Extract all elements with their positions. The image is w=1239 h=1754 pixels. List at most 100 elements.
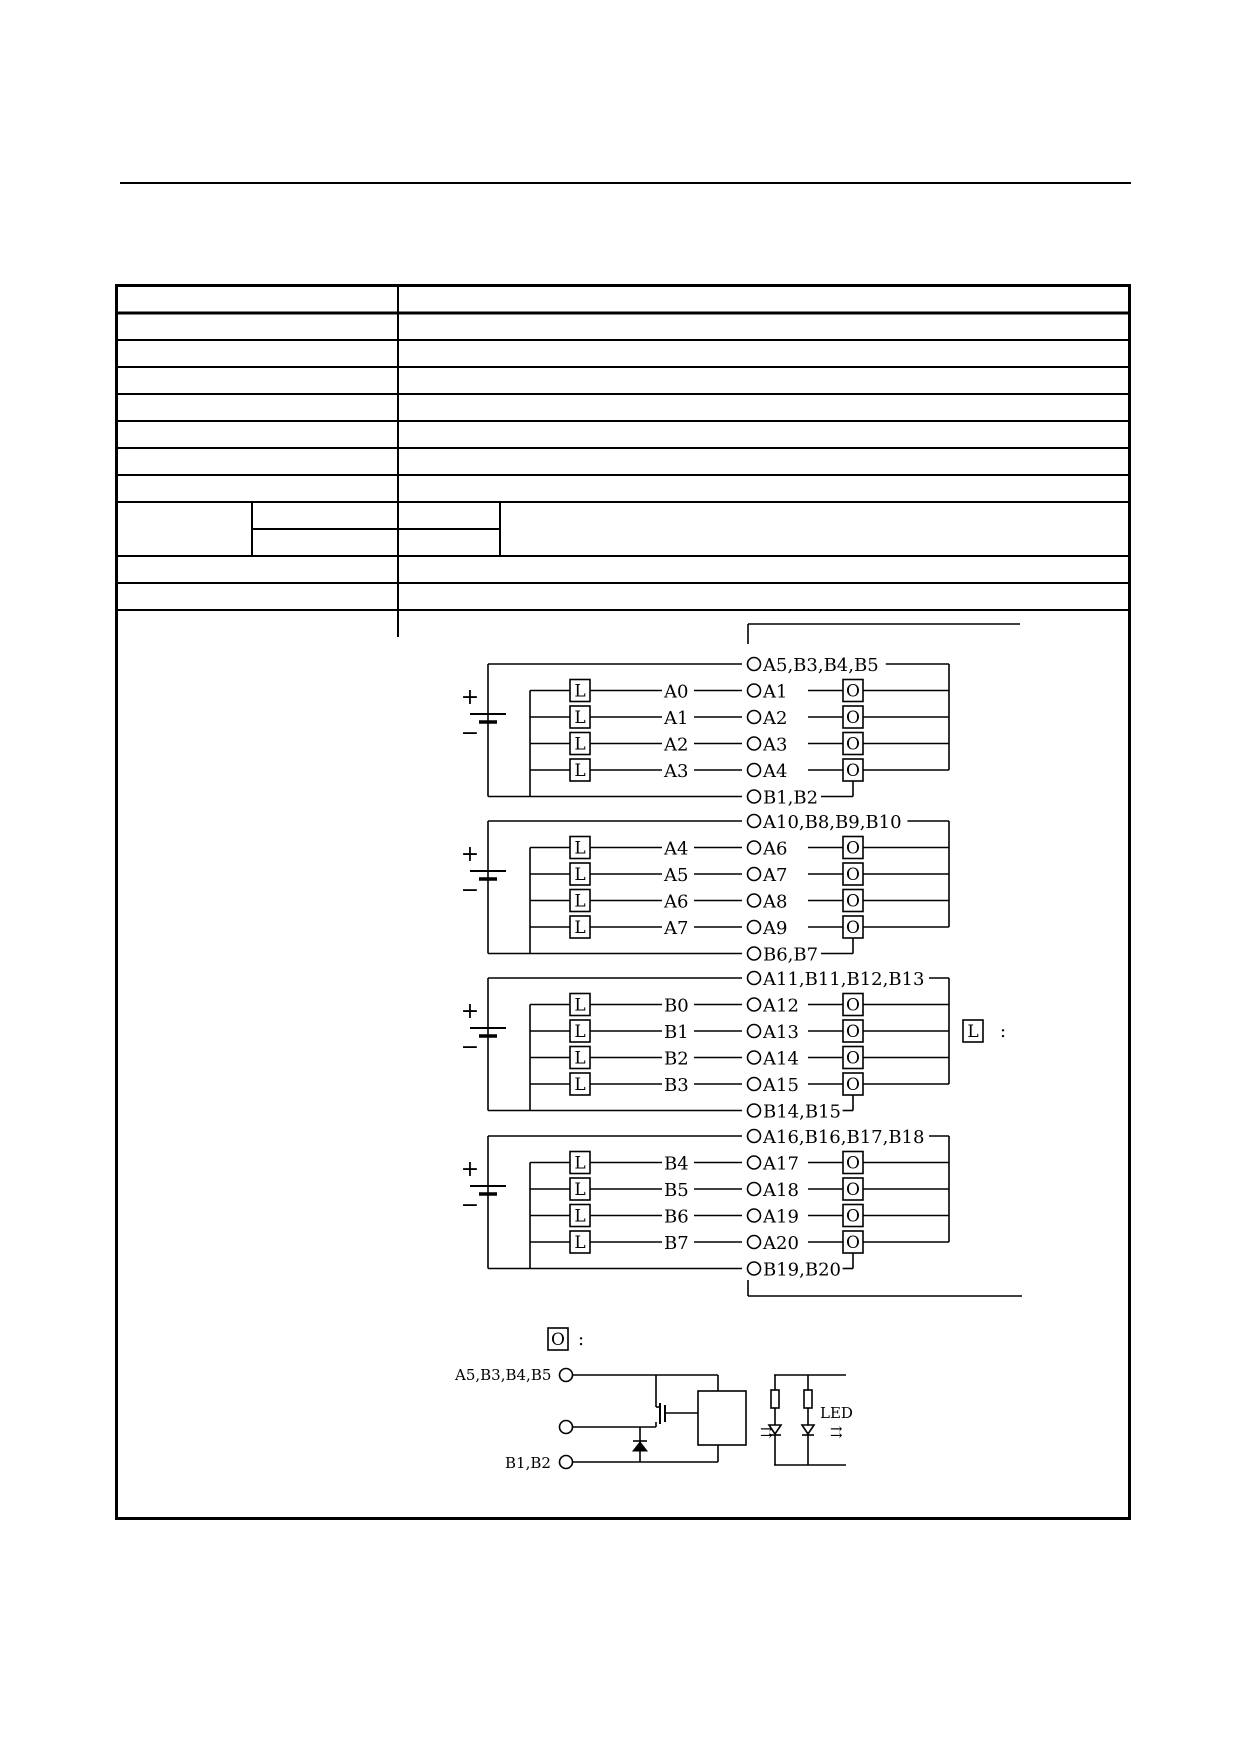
signal-label: A5 bbox=[663, 865, 688, 886]
common-terminal-label: A10,B8,B9,B10 bbox=[762, 812, 902, 833]
battery-minus-sign: − bbox=[461, 1035, 479, 1060]
output-terminal bbox=[746, 736, 762, 751]
signal-label: B5 bbox=[664, 1180, 689, 1201]
common-terminal-label: A11,B11,B12,B13 bbox=[762, 969, 924, 990]
output-terminal bbox=[746, 1181, 762, 1197]
signal-label: B6 bbox=[664, 1207, 689, 1228]
signal-label: A0 bbox=[663, 682, 688, 703]
detail-top-terminal bbox=[558, 1367, 574, 1383]
load-symbol-letter: L bbox=[574, 682, 585, 702]
output-symbol-letter: O bbox=[846, 1154, 860, 1174]
battery-minus-sign: − bbox=[461, 721, 479, 746]
output-symbol-letter: O bbox=[846, 735, 860, 755]
legend-load-symbol-letter: L bbox=[967, 1022, 978, 1042]
output-terminal-label: A1 bbox=[762, 682, 787, 703]
legend-load-symbol: L bbox=[962, 1019, 984, 1043]
output-symbol-letter: O bbox=[846, 892, 860, 912]
load-symbol-letter: L bbox=[574, 865, 585, 885]
spec-table-frame bbox=[115, 284, 1131, 1520]
output-symbol-letter: O bbox=[846, 1075, 860, 1095]
load-symbol: L bbox=[569, 835, 591, 860]
detail-bottom-terminal-label: B1,B2 bbox=[505, 1454, 551, 1472]
output-symbol-letter: O bbox=[846, 865, 860, 885]
output-terminal bbox=[746, 1155, 762, 1170]
output-terminal-label: A19 bbox=[762, 1207, 799, 1228]
output-symbol: O bbox=[842, 915, 864, 939]
output-symbol: O bbox=[842, 1072, 864, 1096]
common-terminal-label: A5,B3,B4,B5 bbox=[762, 655, 879, 676]
output-terminal-label: A14 bbox=[762, 1049, 799, 1070]
load-symbol-letter: L bbox=[574, 1049, 585, 1069]
output-symbol: O bbox=[842, 1177, 864, 1201]
load-symbol-letter: L bbox=[574, 1154, 585, 1174]
output-symbol-letter: O bbox=[846, 1022, 860, 1042]
output-terminal-label: A13 bbox=[762, 1022, 799, 1043]
common-terminal bbox=[746, 656, 762, 672]
output-terminal bbox=[746, 762, 762, 778]
signal-label: B7 bbox=[664, 1233, 689, 1254]
load-symbol: L bbox=[569, 1230, 591, 1254]
detail-top-terminal-label: A5,B3,B4,B5 bbox=[454, 1366, 551, 1384]
legend-output-symbol: O bbox=[547, 1327, 569, 1351]
legend-output-symbol-letter: O bbox=[551, 1330, 565, 1350]
load-symbol: L bbox=[569, 678, 591, 703]
load-symbol-letter: L bbox=[574, 1022, 585, 1042]
battery-plus-sign: + bbox=[461, 999, 479, 1024]
output-symbol: O bbox=[842, 1230, 864, 1254]
signal-label: A7 bbox=[663, 918, 688, 939]
return-terminal-label: B6,B7 bbox=[763, 945, 818, 966]
return-terminal bbox=[746, 1261, 762, 1276]
detail-resistor bbox=[770, 1389, 780, 1409]
output-symbol: O bbox=[842, 705, 864, 729]
signal-label: B1 bbox=[664, 1022, 689, 1043]
return-terminal bbox=[746, 789, 762, 804]
output-terminal-label: A12 bbox=[762, 996, 799, 1017]
legend-load-symbol-frame bbox=[962, 1019, 984, 1043]
detail-resistor bbox=[803, 1389, 813, 1409]
battery-plus-sign: + bbox=[461, 842, 479, 867]
output-symbol: O bbox=[842, 1203, 864, 1228]
battery-plus-sign: + bbox=[461, 1157, 479, 1182]
signal-label: A4 bbox=[663, 839, 688, 860]
output-terminal-label: A8 bbox=[762, 892, 787, 913]
load-symbol: L bbox=[569, 1177, 591, 1201]
signal-label: B3 bbox=[664, 1075, 689, 1096]
signal-label: B0 bbox=[664, 996, 689, 1017]
detail-led bbox=[800, 1424, 816, 1436]
battery-minus-sign: − bbox=[461, 878, 479, 903]
output-terminal-label: A15 bbox=[762, 1075, 799, 1096]
output-symbol: O bbox=[842, 678, 864, 703]
load-symbol-letter: L bbox=[574, 918, 585, 938]
output-terminal bbox=[746, 919, 762, 935]
output-terminal-label: A2 bbox=[762, 708, 787, 729]
load-symbol-letter: L bbox=[574, 892, 585, 912]
load-symbol: L bbox=[569, 1045, 591, 1070]
output-terminal bbox=[746, 1234, 762, 1250]
signal-label: A1 bbox=[663, 708, 688, 729]
output-symbol-letter: O bbox=[846, 761, 860, 781]
load-symbol: L bbox=[569, 758, 591, 782]
output-terminal bbox=[746, 1208, 762, 1223]
battery-minus-sign: − bbox=[461, 1193, 479, 1218]
load-symbol-letter: L bbox=[574, 839, 585, 859]
led-label: LED bbox=[820, 1404, 853, 1422]
output-terminal bbox=[746, 997, 762, 1012]
output-symbol-letter: O bbox=[846, 839, 860, 859]
output-symbol: O bbox=[842, 731, 864, 756]
output-symbol-letter: O bbox=[846, 1207, 860, 1227]
legend-load-colon: : bbox=[1000, 1021, 1006, 1042]
output-symbol-letter: O bbox=[846, 996, 860, 1016]
load-symbol-letter: L bbox=[574, 735, 585, 755]
signal-label: A6 bbox=[663, 892, 688, 913]
common-terminal-label: A16,B16,B17,B18 bbox=[762, 1127, 924, 1148]
load-symbol-letter: L bbox=[574, 1207, 585, 1227]
common-terminal bbox=[746, 970, 762, 986]
output-symbol: O bbox=[842, 758, 864, 782]
load-symbol: L bbox=[569, 992, 591, 1017]
output-symbol: O bbox=[842, 835, 864, 860]
output-symbol-letter: O bbox=[846, 918, 860, 938]
load-symbol: L bbox=[569, 888, 591, 913]
